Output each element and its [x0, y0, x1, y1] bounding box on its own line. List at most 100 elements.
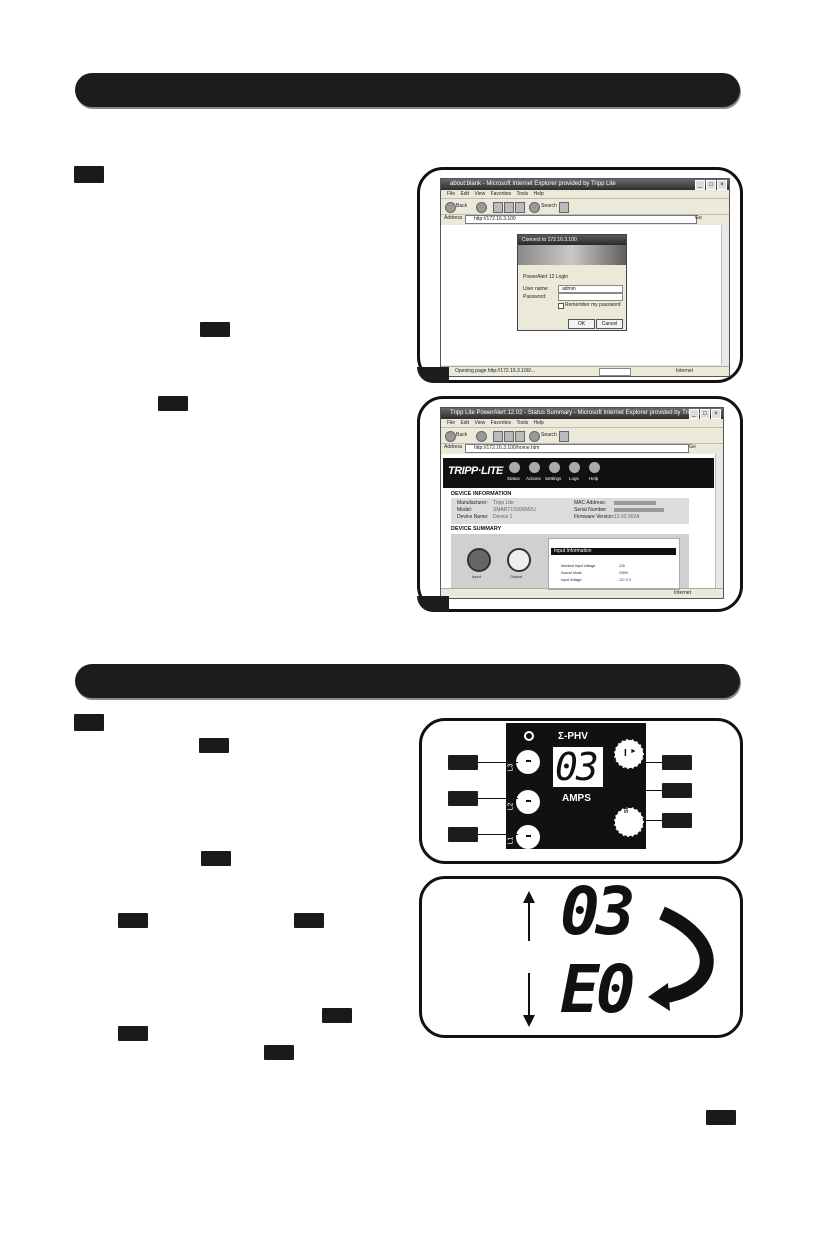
home-icon[interactable] — [515, 431, 525, 442]
actions-icon[interactable] — [529, 462, 540, 473]
callout-tag — [448, 755, 478, 770]
cancel-button[interactable]: Cancel — [596, 319, 623, 329]
input-row-label: Nominal Input Voltage — [561, 564, 596, 568]
input-icon[interactable] — [467, 548, 491, 572]
address-label: Address — [444, 444, 463, 450]
address-input[interactable]: http://172.16.3.100/home.htm — [465, 444, 689, 453]
logs-icon[interactable] — [569, 462, 580, 473]
select-button[interactable]: SELECT — [614, 793, 644, 837]
nav-status[interactable]: Status — [507, 476, 520, 481]
model-value: SMART1500RM2U — [493, 507, 536, 513]
input-row-value: 120 — [619, 564, 625, 568]
device-summary-panel: Input Output Input Information Nominal I… — [451, 534, 689, 590]
nav-help[interactable]: Help — [589, 476, 599, 481]
window-title: about:blank - Microsoft Internet Explore… — [441, 179, 729, 190]
search-icon[interactable] — [529, 431, 540, 442]
manufacturer-value: Tripp Lite — [493, 500, 514, 506]
stop-icon[interactable] — [493, 431, 503, 442]
username-label: User name: — [523, 286, 549, 292]
figure-ref-tag — [294, 913, 324, 928]
ok-button[interactable]: OK — [568, 319, 595, 329]
select-label: SELECT — [624, 793, 630, 813]
window-controls: _ □ × — [689, 409, 721, 419]
power-icon — [524, 731, 534, 741]
amps-display: 03 — [553, 745, 603, 789]
input-row-label: Input Voltage — [561, 578, 582, 582]
browser-window: about:blank - Microsoft Internet Explore… — [440, 178, 730, 377]
l3-label: L3 — [507, 763, 515, 772]
figure-ref-tag — [322, 1008, 352, 1023]
minimize-icon[interactable]: _ — [695, 180, 705, 190]
output-icon[interactable] — [507, 548, 531, 572]
section-header-bar — [75, 664, 740, 698]
back-icon[interactable] — [445, 431, 456, 442]
close-icon[interactable]: × — [711, 409, 721, 419]
remember-checkbox[interactable] — [558, 303, 564, 309]
status-bar: Internet — [441, 588, 723, 598]
settings-icon[interactable] — [549, 462, 560, 473]
firmware-label: Firmware Version: — [574, 514, 615, 520]
nav-logs[interactable]: Logs — [569, 476, 579, 481]
browser-window: Tripp Lite PowerAlert 12.02 - Status Sum… — [440, 407, 724, 599]
forward-icon[interactable] — [476, 431, 487, 442]
brand-logo: TRIPP·LITE — [448, 465, 503, 477]
l3-button[interactable] — [516, 750, 540, 774]
stop-icon[interactable] — [493, 202, 503, 213]
mac-label: MAC Address: — [574, 500, 606, 506]
device-info-heading: DEVICE INFORMATION — [451, 491, 512, 497]
l2-label: L2 — [507, 802, 515, 811]
status-text: Opening page http://172.16.3.100/... — [455, 368, 536, 374]
help-icon[interactable] — [589, 462, 600, 473]
scrollbar[interactable] — [715, 454, 723, 588]
forward-icon[interactable] — [476, 202, 487, 213]
search-label[interactable]: Search — [541, 432, 557, 438]
refresh-icon[interactable] — [504, 431, 514, 442]
go-button[interactable]: Go — [689, 444, 696, 450]
login-dialog: Connect to 172.16.3.100 PowerAlert 12 Lo… — [517, 234, 627, 331]
figure-ref-tag — [118, 913, 148, 928]
input-info-heading: Input Information — [551, 548, 676, 555]
callout-tag — [448, 827, 478, 842]
menu-bar[interactable]: File Edit View Favorites Tools Help — [447, 191, 544, 197]
test-icon: I — [624, 748, 627, 759]
remember-label: Remember my password — [565, 302, 621, 308]
dialog-prompt: PowerAlert 12 Login — [523, 274, 569, 280]
mute-test-button[interactable]: I ► — [614, 739, 644, 769]
address-input[interactable]: http://172.16.3.100 — [465, 215, 697, 224]
leader-line — [644, 820, 662, 821]
toolbar: Back Search — [441, 427, 723, 444]
dialog-banner — [518, 245, 626, 265]
segment-illustration — [523, 891, 714, 1027]
close-icon[interactable]: × — [717, 180, 727, 190]
back-icon[interactable] — [445, 202, 456, 213]
back-label[interactable]: Back — [456, 203, 468, 209]
window-controls: _ □ × — [695, 180, 727, 190]
nav-settings[interactable]: Settings — [545, 476, 562, 481]
input-row-value: 100% — [619, 571, 628, 575]
search-icon[interactable] — [529, 202, 540, 213]
minimize-icon[interactable]: _ — [689, 409, 699, 419]
nav-actions[interactable]: Actions — [526, 476, 541, 481]
menu-bar[interactable]: File Edit View Favorites Tools Help — [447, 420, 544, 426]
maximize-icon[interactable]: □ — [700, 409, 710, 419]
back-label[interactable]: Back — [456, 432, 468, 438]
favorites-icon[interactable] — [559, 202, 569, 213]
go-button[interactable]: Go — [695, 215, 702, 221]
figure-number-tag — [417, 367, 449, 383]
device-info-panel: Manufacturer: Tripp Lite Model: SMART150… — [451, 498, 689, 524]
scrollbar[interactable] — [721, 225, 729, 365]
search-label[interactable]: Search — [541, 203, 557, 209]
password-input[interactable] — [558, 293, 623, 301]
figure-status-frame: Tripp Lite PowerAlert 12.02 - Status Sum… — [417, 396, 743, 612]
figure-segment-frame: 03 E0 — [419, 873, 743, 1038]
refresh-icon[interactable] — [504, 202, 514, 213]
lower-segment-value: E0 — [560, 951, 636, 1028]
home-icon[interactable] — [515, 202, 525, 213]
serial-value-redacted — [614, 508, 664, 512]
username-input[interactable]: admin — [558, 285, 623, 293]
status-icon[interactable] — [509, 462, 520, 473]
favorites-icon[interactable] — [559, 431, 569, 442]
l2-button[interactable] — [516, 790, 540, 814]
maximize-icon[interactable]: □ — [706, 180, 716, 190]
l1-button[interactable] — [516, 825, 540, 849]
